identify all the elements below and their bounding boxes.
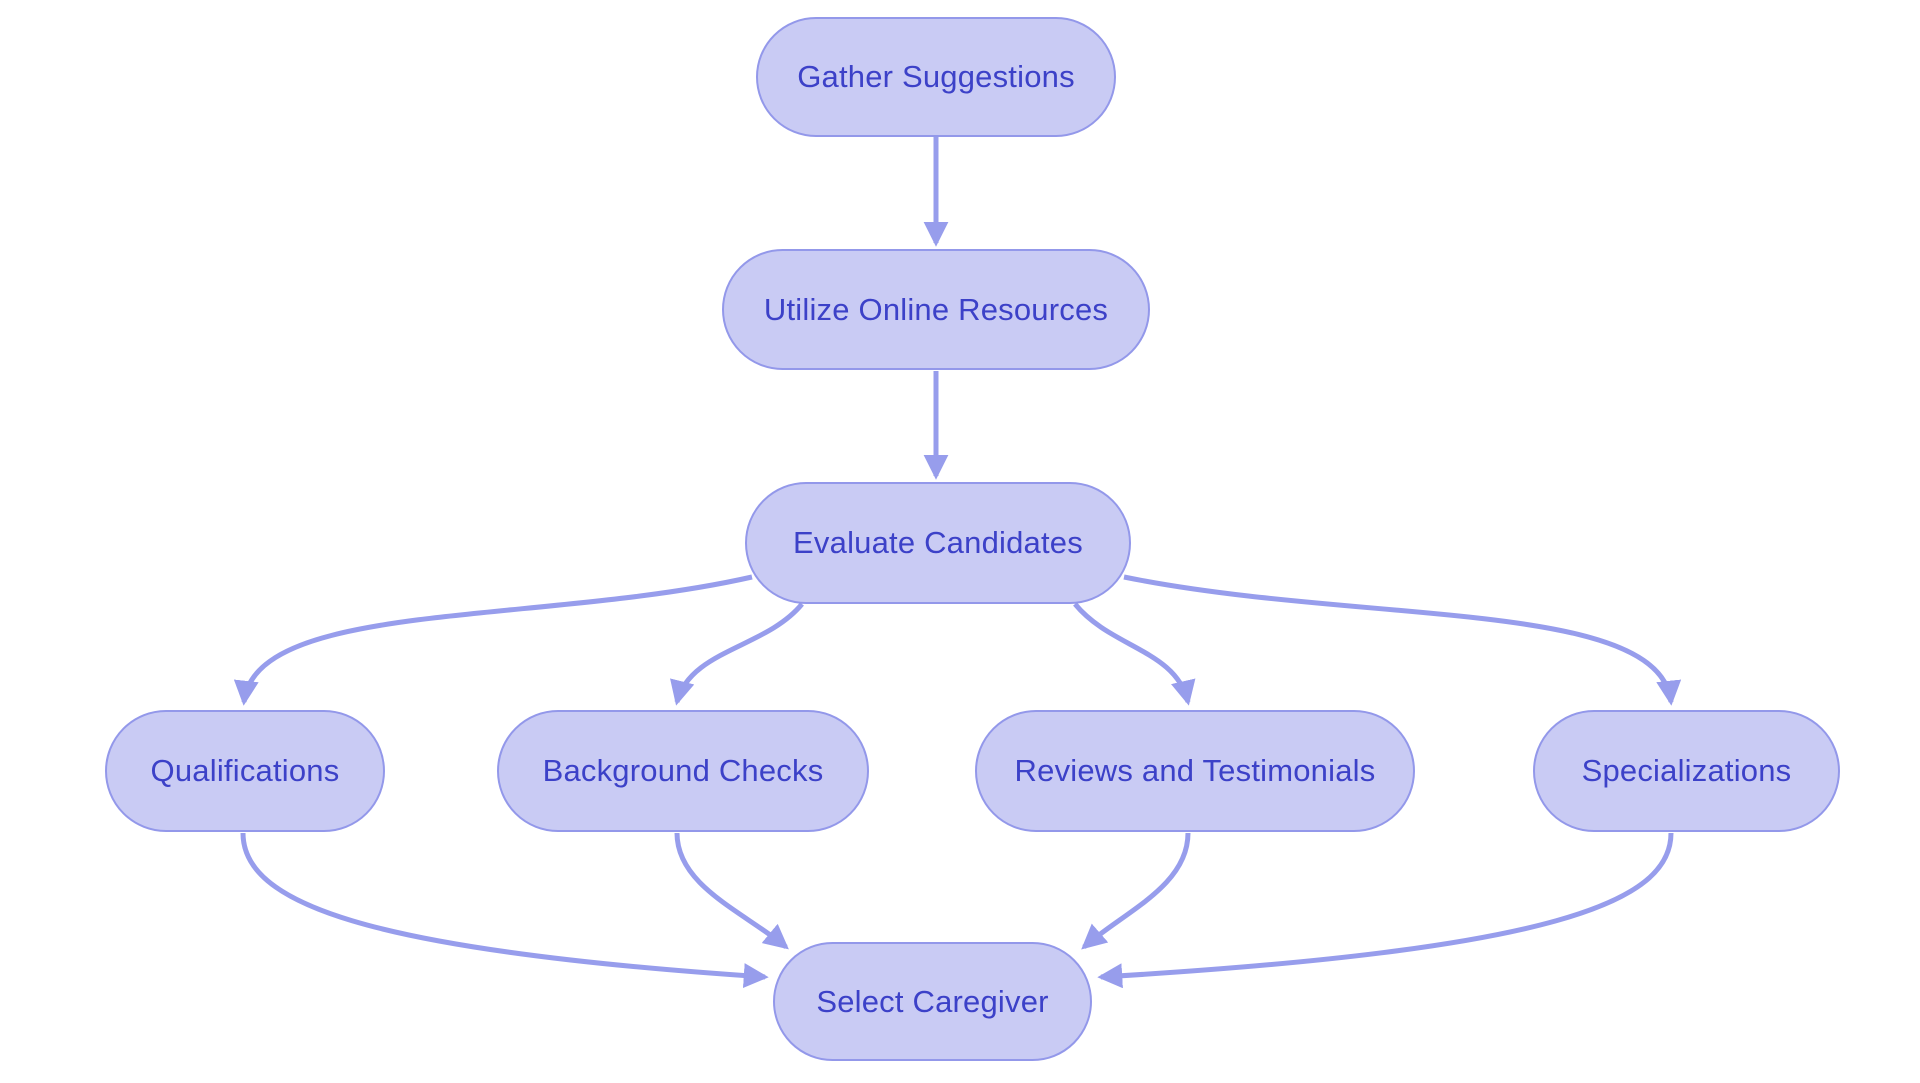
edge-evaluate-to-qualifications [233,574,753,706]
node-gather-suggestions: Gather Suggestions [756,17,1116,137]
node-gather-suggestions-label: Gather Suggestions [797,59,1075,94]
node-reviews-and-testimonials-label: Reviews and Testimonials [1014,753,1376,788]
node-select-caregiver-label: Select Caregiver [816,983,1049,1019]
node-utilize-online-resources-label: Utilize Online Resources [763,291,1109,327]
node-specializations: Specializations [1533,710,1840,832]
node-utilize-online-resources: Utilize Online Resources [722,249,1150,370]
edge-evaluate-to-specializations [1123,574,1682,706]
edge-evaluate-to-background [670,602,804,706]
node-reviews-and-testimonials: Reviews and Testimonials [975,710,1415,832]
edge-evaluate-to-reviews [1073,602,1196,706]
node-evaluate-candidates: Evaluate Candidates [745,482,1131,604]
node-qualifications-label: Qualifications [150,753,340,788]
node-specializations-label: Specializations [1581,753,1792,788]
node-qualifications: Qualifications [105,710,385,832]
edge-qualifications-to-select [240,832,769,989]
edge-background-to-select [674,832,789,950]
node-background-checks-label: Background Checks [542,753,824,788]
edge-specializations-to-select [1097,832,1674,989]
node-select-caregiver: Select Caregiver [773,942,1092,1061]
node-background-checks: Background Checks [497,710,869,832]
node-evaluate-candidates-label: Evaluate Candidates [793,525,1083,560]
edge-reviews-to-select [1081,832,1191,950]
